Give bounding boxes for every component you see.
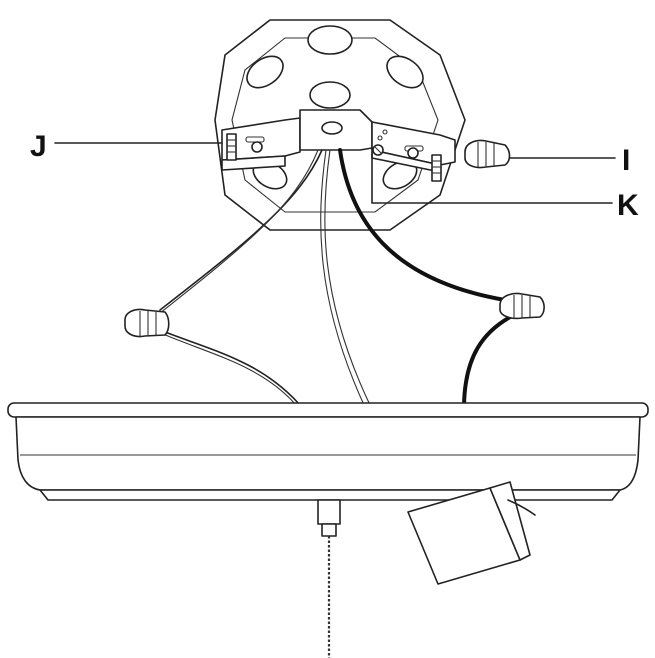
callout-i: I [509,144,630,177]
fixture-canopy [7,402,649,501]
mounting-screw-right [407,147,442,182]
ground-wire-2 [320,149,365,406]
white-wire-lower [159,329,301,406]
wire-nut-left [124,308,170,338]
wire-nut-i [464,139,511,169]
mounting-bar [221,109,456,173]
label-k: K [617,189,639,222]
mounting-screw-left [226,133,263,161]
pull-chain-switch [317,499,341,658]
callout-j: J [30,130,223,163]
black-wire-lower [462,310,522,407]
black-wire-upper [338,148,507,302]
label-i: I [622,144,630,177]
ground-wire [324,149,371,406]
lamp-socket [407,481,536,585]
white-wire-upper-2 [154,149,319,318]
callout-k: K [371,152,639,222]
label-j: J [30,130,47,163]
white-wire-lower-2 [162,333,297,406]
ground-screw [372,129,388,156]
wire-nut-right [499,292,545,320]
